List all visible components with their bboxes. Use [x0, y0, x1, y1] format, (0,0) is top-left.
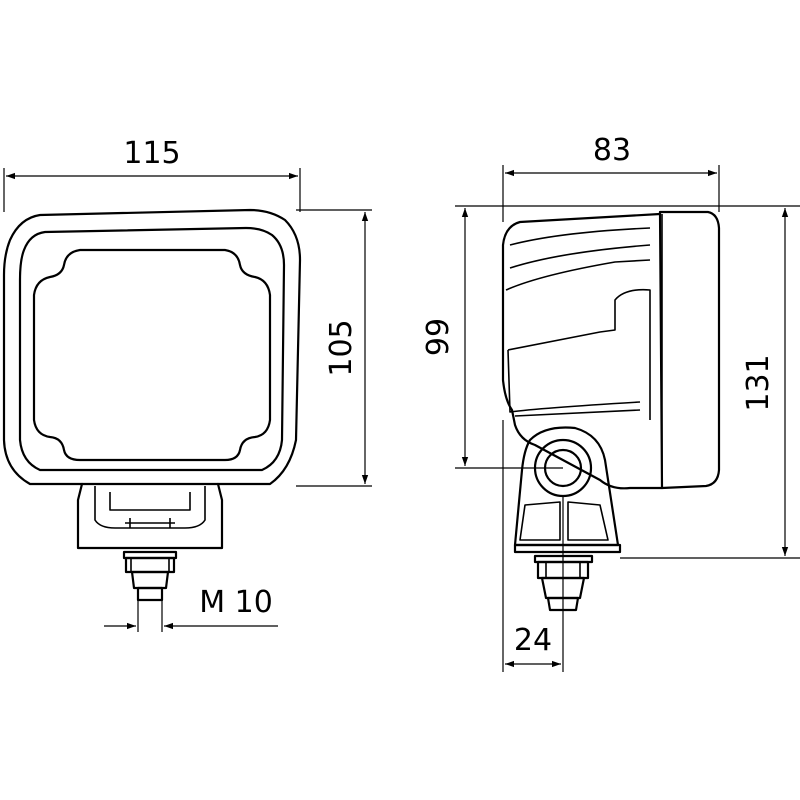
front-bracket-inner: [94, 486, 206, 529]
side-fin-4: [507, 349, 641, 413]
side-fin-1: [509, 227, 651, 246]
side-bracket-cutout-2: [567, 501, 609, 541]
front-bolt: [122, 550, 178, 602]
side-fin-3: [509, 244, 651, 269]
total-height-label: 131: [741, 354, 776, 411]
front-bracket-slot: [109, 492, 191, 511]
pivot-height-label: 99: [421, 318, 456, 356]
width-label: 115: [123, 136, 180, 171]
height-label: 105: [324, 319, 359, 376]
thread-label: M 10: [199, 585, 273, 620]
front-view: 115 105 M 10: [2, 136, 372, 632]
depth-label: 83: [593, 133, 631, 168]
side-front-block: [658, 210, 721, 490]
front-bracket-nub: [125, 518, 175, 528]
dimension-bracket-width: 24: [502, 420, 564, 672]
bracket-width-label: 24: [514, 623, 552, 658]
front-housing-inner: [18, 226, 286, 472]
dimension-width: 115: [3, 136, 301, 212]
side-fin-6: [514, 409, 641, 417]
dimension-thread: M 10: [104, 585, 278, 632]
dimension-depth: 83: [502, 133, 720, 222]
side-bolt: [533, 554, 594, 612]
side-bracket: [513, 426, 620, 547]
dimension-height: 105: [296, 209, 372, 487]
side-fin-2: [505, 259, 651, 291]
front-housing-outer: [2, 208, 302, 486]
side-fin-5: [507, 288, 651, 420]
front-bracket: [76, 482, 224, 550]
front-lens: [32, 248, 272, 462]
side-bracket-cutout-1: [519, 501, 561, 541]
dimension-total-height: 131: [620, 208, 800, 559]
side-bracket-base: [513, 543, 622, 554]
dimension-pivot-height: 99: [421, 205, 800, 469]
side-view: 83 99 131 24: [421, 133, 800, 672]
